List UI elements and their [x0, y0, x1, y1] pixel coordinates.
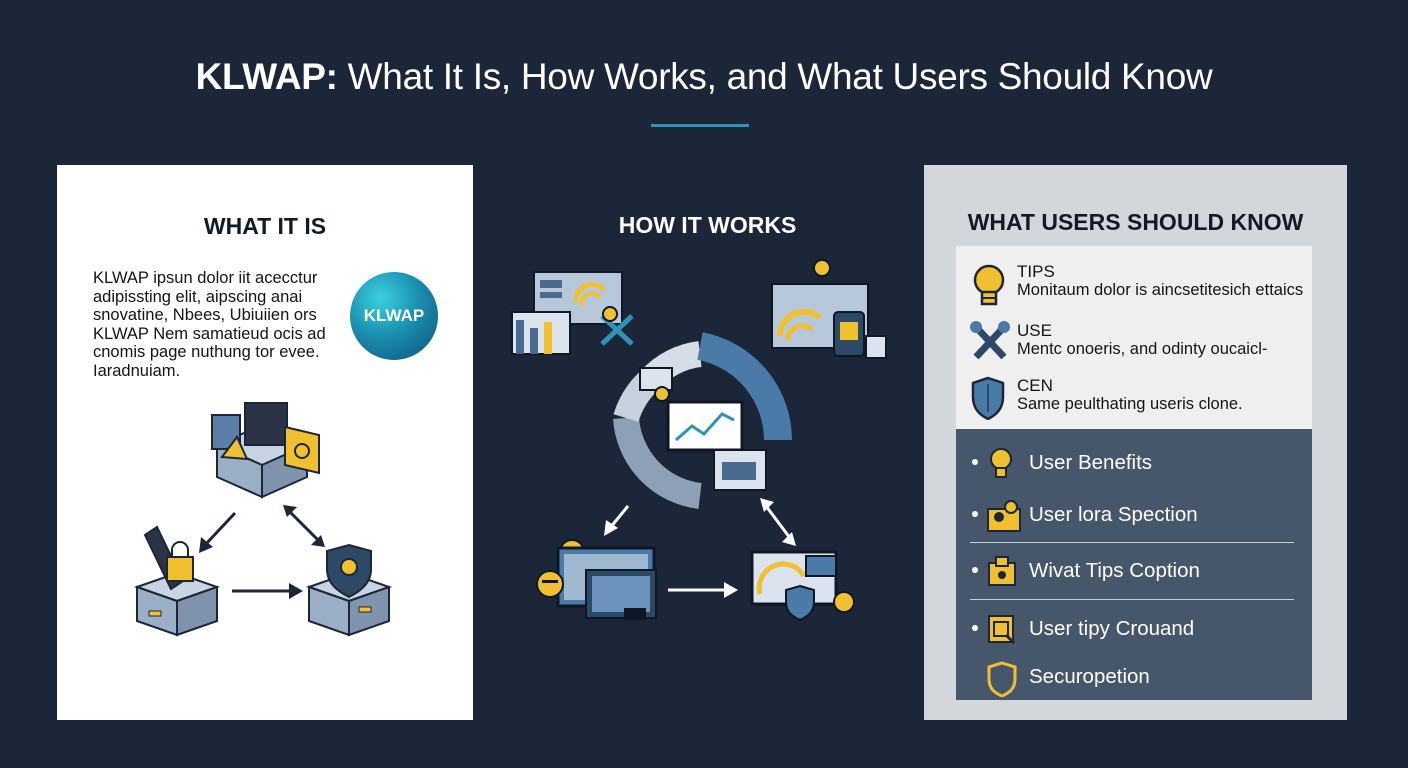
what-it-is-panel: WHAT IT IS KLWAP ipsun dolor iit acecctu… [57, 165, 473, 720]
what-it-is-description: KLWAP ipsun dolor iit acecctur adipissti… [93, 269, 326, 380]
list-item-label: User tipy Crouand [1029, 617, 1195, 640]
page-title: KLWAP: What It Is, How Works, and What U… [195, 56, 1213, 97]
list-item-label: Wivat Tips Coption [1029, 559, 1200, 582]
list-item[interactable]: User tipy Crouand [956, 611, 1312, 651]
server-stack-icon [211, 402, 320, 499]
document-icon [988, 615, 1016, 645]
list-item[interactable]: Securopetion [956, 659, 1312, 699]
bullet-icon [972, 567, 978, 573]
monitors-icon [536, 539, 657, 620]
arrow-icon [608, 505, 630, 529]
title-divider [651, 124, 749, 127]
chart-screen-icon [666, 400, 744, 452]
laptop-wifi-icon [771, 259, 887, 359]
how-it-works-heading: HOW IT WORKS [618, 212, 797, 238]
lightbulb-icon [973, 264, 1005, 306]
tip-row: USE Mentc onoeris, and odinty oucaicl- [956, 321, 1312, 373]
tip-title: CEN [1017, 376, 1053, 395]
tip-row: TIPS Monitaum dolor is aincsetitesich et… [956, 262, 1312, 314]
double-arrow-icon [287, 509, 321, 543]
dashboard-icon [511, 271, 634, 355]
list-item[interactable]: Wivat Tips Coption [956, 553, 1312, 593]
klwap-logo: KLWAP [350, 272, 438, 360]
bullet-icon [972, 511, 978, 517]
tip-title: TIPS [1017, 262, 1055, 281]
tips-box: TIPS Monitaum dolor is aincsetitesich et… [956, 246, 1312, 429]
arrow-icon [203, 511, 237, 547]
tip-text: Mentc onoeris, and odinty oucaicl- [1017, 340, 1268, 358]
shield-icon [987, 661, 1017, 697]
double-arrow-icon [764, 505, 792, 539]
tip-text: Same peulthating useris clone. [1017, 395, 1243, 413]
phone-lock-icon [133, 525, 221, 637]
folder-icon [988, 556, 1016, 586]
list-item-label: User Benefits [1029, 451, 1153, 474]
list-item[interactable]: User Benefits [956, 445, 1312, 485]
shield-icon [971, 376, 1005, 420]
tip-row: CEN Same peulthating useris clone. [956, 376, 1312, 428]
users-icon [987, 500, 1021, 532]
what-users-should-know-heading: WHAT USERS SHOULD KNOW [967, 209, 1304, 235]
what-users-should-know-panel: WHAT USERS SHOULD KNOW TIPS Monitaum dol… [924, 165, 1347, 720]
bullet-icon [972, 459, 978, 465]
tools-icon [970, 321, 1010, 360]
list-item-label: Securopetion [1029, 665, 1150, 688]
shield-box-icon [305, 543, 393, 637]
list-item[interactable]: User lora Spection [956, 497, 1312, 537]
tip-text: Monitaum dolor is aincsetitesich ettaics [1017, 281, 1304, 299]
what-it-is-diagram [133, 402, 393, 637]
what-it-is-heading: WHAT IT IS [203, 213, 327, 239]
list-item-label: User lora Spection [1029, 503, 1198, 526]
monitor-shield-icon [750, 550, 855, 622]
user-topics-list: User Benefits User lora Spection Wivat T… [956, 429, 1312, 700]
lightbulb-icon [990, 448, 1012, 478]
divider [970, 542, 1294, 543]
tip-title: USE [1017, 321, 1052, 340]
divider [970, 599, 1294, 600]
bullet-icon [972, 625, 978, 631]
how-it-works-diagram [511, 259, 887, 622]
